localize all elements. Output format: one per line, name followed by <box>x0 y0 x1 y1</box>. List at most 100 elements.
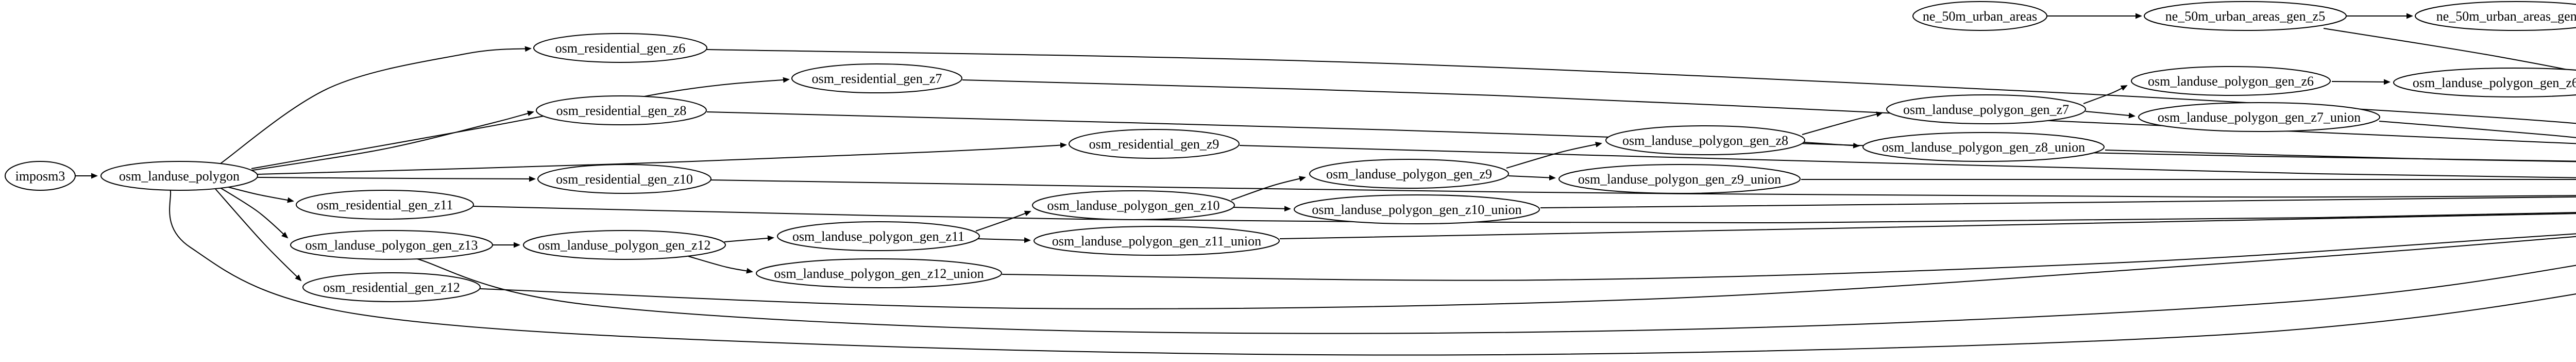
node-label-res9: osm_residential_gen_z9 <box>1089 137 1219 152</box>
node-label-res12: osm_residential_gen_z12 <box>323 280 460 295</box>
node-label-lp12: osm_landuse_polygon_gen_z12 <box>538 238 710 253</box>
node-label-lp8: osm_landuse_polygon_gen_z8 <box>1622 133 1788 148</box>
node-osm_landuse_polygon_gen_z12_union: osm_landuse_polygon_gen_z12_union <box>756 258 1002 288</box>
edge-lp10-to-u10 <box>1233 206 1291 212</box>
node-osm_landuse_polygon_gen_z8: osm_landuse_polygon_gen_z8 <box>1605 125 1805 155</box>
node-osm_landuse_polygon_gen_z7_union: osm_landuse_polygon_gen_z7_union <box>2138 102 2380 132</box>
node-osm_landuse_polygon_gen_z10_union: osm_landuse_polygon_gen_z10_union <box>1294 194 1540 224</box>
edge-lp13-to-row-z13 <box>415 258 2576 334</box>
node-label-res6: osm_residential_gen_z6 <box>555 41 686 56</box>
edge-res6-to-row-z6 <box>706 49 2576 124</box>
node-label-lp9: osm_landuse_polygon_gen_z9 <box>1326 167 1492 182</box>
node-osm_landuse_polygon_gen_z7: osm_landuse_polygon_gen_z7 <box>1886 94 2086 124</box>
node-label-u12: osm_landuse_polygon_gen_z12_union <box>774 266 984 281</box>
node-ellipse-res11 <box>296 190 474 220</box>
edge-res10-to-row-z10 <box>710 179 2576 198</box>
node-label-ne5: ne_50m_urban_areas_gen_z5 <box>2165 9 2325 24</box>
edge-lp-to-res10 <box>257 176 536 182</box>
node-ellipse-lp9 <box>1309 159 1509 189</box>
node-osm_residential_gen_z12: osm_residential_gen_z12 <box>302 272 481 302</box>
node-ellipse-lp10 <box>1032 190 1235 220</box>
node-ellipse-lp11 <box>777 221 980 251</box>
node-osm_residential_gen_z8: osm_residential_gen_z8 <box>536 95 707 125</box>
edge-lp6-to-u6 <box>2331 79 2391 85</box>
node-osm_residential_gen_z9: osm_residential_gen_z9 <box>1069 129 1240 159</box>
node-label-ne: ne_50m_urban_areas <box>1923 9 2037 24</box>
node-osm_landuse_polygon_gen_z6: osm_landuse_polygon_gen_z6 <box>2131 66 2331 96</box>
node-osm_landuse_polygon: osm_landuse_polygon <box>100 161 258 191</box>
node-ellipse-u6 <box>2393 68 2576 97</box>
edge-res11-to-row-z11 <box>473 206 2576 224</box>
edge-lp9-to-lp8 <box>1506 141 1602 169</box>
edge-lp7-to-lp6 <box>2083 85 2128 104</box>
edge-res12-to-row-z12 <box>480 236 2576 309</box>
node-label-lp7: osm_landuse_polygon_gen_z7 <box>1903 102 2069 117</box>
node-osm_landuse_polygon_gen_z6_union: osm_landuse_polygon_gen_z6_union <box>2393 68 2576 97</box>
node-ellipse-u11 <box>1033 226 1280 256</box>
node-label-u9: osm_landuse_polygon_gen_z9_union <box>1578 172 1781 187</box>
edge-lp8-to-lp7 <box>1802 111 1883 135</box>
edge-u7-to-row-z7 <box>2379 121 2576 138</box>
node-ellipse-res10 <box>537 164 711 194</box>
node-ellipse-lp12 <box>523 230 726 260</box>
node-ne_50m_urban_areas_gen_z5: ne_50m_urban_areas_gen_z5 <box>2144 1 2347 31</box>
node-label-imposm3: imposm3 <box>15 169 65 184</box>
node-label-res10: osm_residential_gen_z10 <box>556 172 693 187</box>
node-ellipse-res6 <box>533 33 707 63</box>
node-ellipse-ne <box>1912 1 2047 31</box>
node-label-u8: osm_landuse_polygon_gen_z8_union <box>1882 140 2085 155</box>
node-label-res8: osm_residential_gen_z8 <box>556 103 687 118</box>
edge-lp7-to-u7 <box>2085 111 2136 119</box>
edge-lp-to-lp13 <box>218 186 289 239</box>
node-ellipse-lp <box>100 161 258 191</box>
node-osm_residential_gen_z6: osm_residential_gen_z6 <box>533 33 707 63</box>
node-label-u7: osm_landuse_polygon_gen_z7_union <box>2158 110 2361 125</box>
node-ellipse-res12 <box>302 272 481 302</box>
node-label-u6: osm_landuse_polygon_gen_z6_union <box>2413 75 2576 90</box>
edge-lp-to-res11 <box>222 185 294 203</box>
node-ne_50m_urban_areas_gen_z4: ne_50m_urban_areas_gen_z4 <box>2415 1 2576 31</box>
node-ellipse-u8 <box>1862 132 2105 162</box>
node-label-lp13: osm_landuse_polygon_gen_z13 <box>305 238 478 253</box>
edge-u8-to-row-z8 <box>2105 150 2576 162</box>
edge-lp9-to-u9 <box>1508 175 1556 181</box>
node-label-u11: osm_landuse_polygon_gen_z11_union <box>1052 234 1261 249</box>
edge-lp-to-res9 <box>257 142 1067 175</box>
edge-lp-to-res12 <box>214 187 302 282</box>
node-imposm3: imposm3 <box>5 161 76 191</box>
edges-layer <box>75 13 2576 356</box>
node-ellipse-u12 <box>756 258 1002 288</box>
edge-u10-to-row-z10 <box>1540 196 2576 208</box>
edge-lp10-to-lp9 <box>1231 176 1306 201</box>
node-ellipse-lp13 <box>290 230 493 260</box>
node-label-u10: osm_landuse_polygon_gen_z10_union <box>1312 202 1521 217</box>
node-osm_landuse_polygon_gen_z12: osm_landuse_polygon_gen_z12 <box>523 230 726 260</box>
node-ellipse-u9 <box>1558 164 1801 194</box>
node-label-lp10: osm_landuse_polygon_gen_z10 <box>1047 198 1219 213</box>
edge-lp-to-row-z14+ <box>169 188 2576 356</box>
node-ellipse-u7 <box>2138 102 2380 132</box>
node-osm_landuse_polygon_gen_z9: osm_landuse_polygon_gen_z9 <box>1309 159 1509 189</box>
node-label-ne4: ne_50m_urban_areas_gen_z4 <box>2436 9 2576 24</box>
node-ellipse-ne5 <box>2144 1 2347 31</box>
node-ellipse-lp8 <box>1605 125 1805 155</box>
node-osm_residential_gen_z11: osm_residential_gen_z11 <box>296 190 474 220</box>
edge-lp12-to-u12 <box>688 256 753 274</box>
node-ellipse-ne4 <box>2415 1 2576 31</box>
node-osm_landuse_polygon_gen_z11: osm_landuse_polygon_gen_z11 <box>777 221 980 251</box>
node-osm_landuse_polygon_gen_z10: osm_landuse_polygon_gen_z10 <box>1032 190 1235 220</box>
nodes-layer: imposm3 osm_landuse_polygon osm_residentia… <box>5 1 2576 302</box>
edge-lp-to-res8 <box>246 110 534 172</box>
node-osm_landuse_polygon_gen_z11_union: osm_landuse_polygon_gen_z11_union <box>1033 226 1280 256</box>
node-ellipse-res7 <box>791 63 962 93</box>
node-ellipse-res8 <box>536 95 707 125</box>
edge-lp-to-res7 <box>251 77 790 169</box>
node-osm_residential_gen_z10: osm_residential_gen_z10 <box>537 164 711 194</box>
node-label-res7: osm_residential_gen_z7 <box>812 71 942 86</box>
node-osm_landuse_polygon_gen_z13: osm_landuse_polygon_gen_z13 <box>290 230 493 260</box>
node-osm_residential_gen_z7: osm_residential_gen_z7 <box>791 63 962 93</box>
node-osm_landuse_polygon_gen_z8_union: osm_landuse_polygon_gen_z8_union <box>1862 132 2105 162</box>
node-ellipse-res9 <box>1069 129 1240 159</box>
node-ellipse-u10 <box>1294 194 1540 224</box>
